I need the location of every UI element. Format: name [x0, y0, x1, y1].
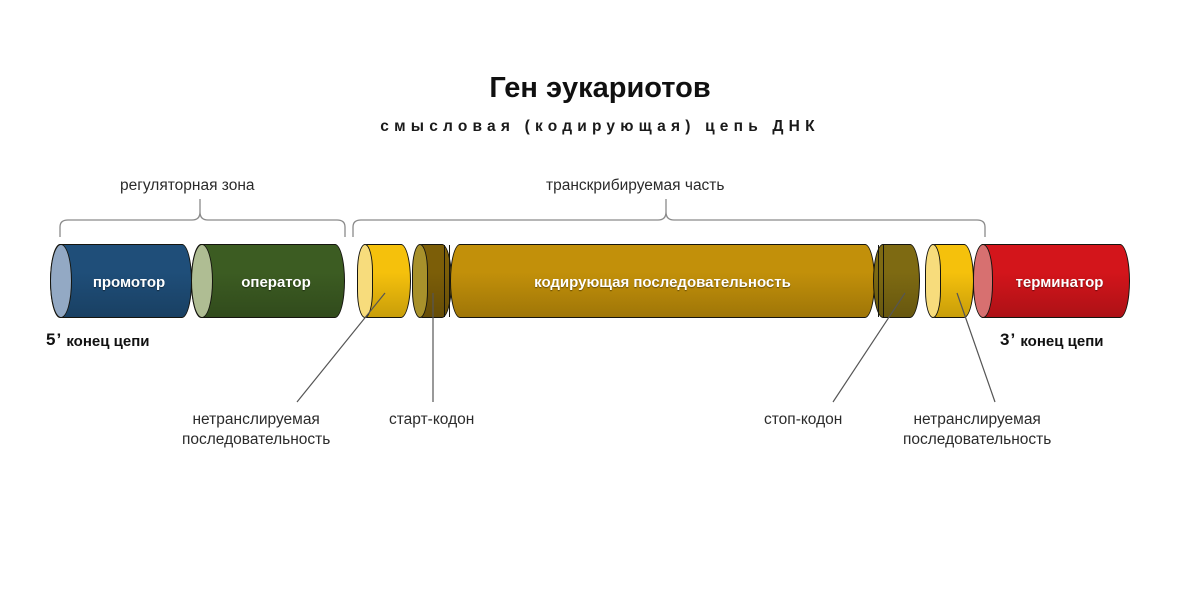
segment-untranslated-3-prime-label: [926, 245, 973, 319]
callout-untranslated-5-prime-line1: нетранслируемая: [192, 411, 320, 428]
segment-promoter-cap: [50, 244, 72, 318]
brace-label-transcribed-part: транскрибируемая часть: [546, 177, 725, 194]
callout-untranslated-3-prime: нетранслируемая последовательность: [903, 410, 1051, 451]
segment-operator: оператор: [191, 244, 345, 318]
callout-untranslated-5-prime-line2: последовательность: [182, 431, 331, 449]
segment-operator-label: оператор: [241, 273, 311, 291]
callout-start-codon: старт-кодон: [389, 411, 475, 428]
callout-untranslated-5-prime: нетранслируемая последовательность: [182, 410, 330, 451]
segment-coding-sequence: кодирующая последовательность: [450, 244, 875, 318]
segment-start-codon-label: [413, 245, 451, 319]
segment-promoter: промотор: [50, 244, 192, 318]
segment-operator-cap: [191, 244, 213, 318]
divider-stop-codon-left-2: [883, 245, 884, 317]
segment-coding-sequence-label: кодирующая последовательность: [534, 273, 791, 291]
segment-stop-codon-label: [874, 245, 919, 319]
label-three-prime-chain-end: 3’ конец цепи: [1000, 330, 1103, 350]
three-prime-mark: 3’: [1000, 330, 1017, 349]
brace-label-regulatory-zone: регуляторная зона: [120, 177, 255, 194]
five-prime-chain-text: конец цепи: [62, 333, 150, 350]
divider-stop-codon-left: [878, 245, 879, 317]
callout-untranslated-3-prime-line2: последовательность: [903, 431, 1052, 449]
five-prime-mark: 5’: [46, 330, 63, 349]
divider-start-codon-right: [444, 245, 445, 317]
segment-terminator: терминатор: [973, 244, 1130, 318]
segment-untranslated-5-prime: [357, 244, 411, 318]
callout-stop-codon: стоп-кодон: [764, 411, 843, 428]
segment-untranslated-5-prime-label: [358, 245, 410, 319]
segment-promoter-label: промотор: [92, 273, 166, 291]
page-subtitle: смысловая (кодирующая) цепь ДНК: [380, 118, 820, 135]
segment-stop-codon: [873, 244, 920, 318]
segment-start-codon-cap: [412, 244, 428, 318]
segment-terminator-label: терминатор: [1015, 273, 1104, 291]
page-title: Ген эукариотов: [489, 72, 711, 104]
callout-untranslated-3-prime-line1: нетранслируемая: [913, 411, 1041, 428]
three-prime-chain-text: конец цепи: [1016, 333, 1104, 350]
segment-start-codon: [412, 244, 452, 318]
segment-untranslated-3-prime-cap: [925, 244, 941, 318]
segment-untranslated-3-prime: [925, 244, 974, 318]
label-five-prime-chain-end: 5’ конец цепи: [46, 330, 149, 350]
divider-start-codon-right-2: [449, 245, 450, 317]
